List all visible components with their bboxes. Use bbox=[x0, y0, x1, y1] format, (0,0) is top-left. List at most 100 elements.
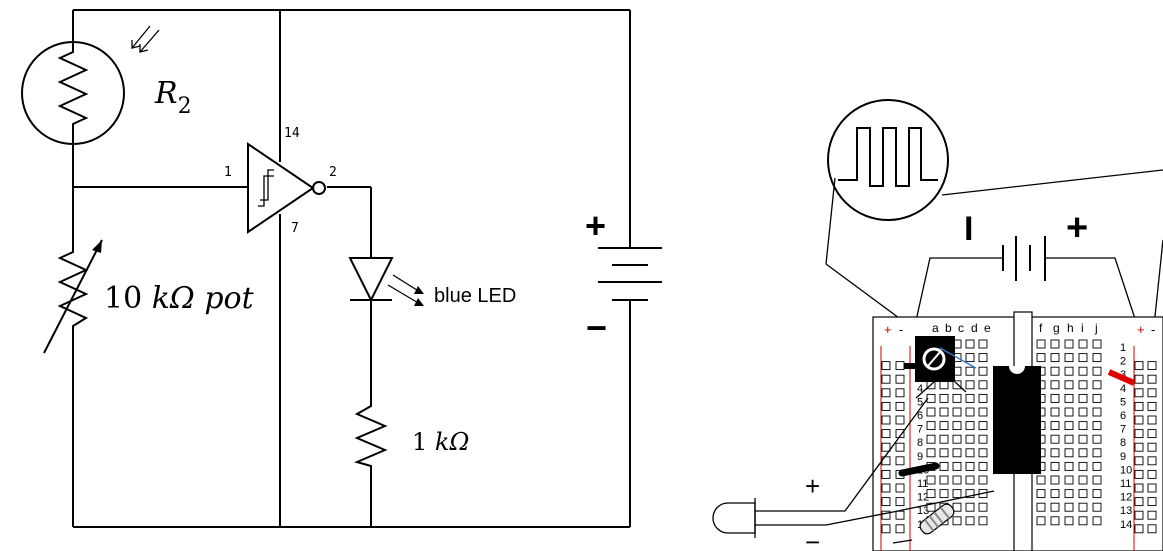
breadboard-hole[interactable] bbox=[926, 407, 936, 417]
breadboard-hole[interactable] bbox=[978, 393, 988, 403]
breadboard-hole[interactable] bbox=[1064, 475, 1074, 485]
rail-hole[interactable] bbox=[881, 497, 891, 507]
rail-hole[interactable] bbox=[881, 361, 891, 371]
breadboard-hole[interactable] bbox=[926, 434, 936, 444]
breadboard-hole[interactable] bbox=[1050, 461, 1060, 471]
breadboard-hole[interactable] bbox=[965, 434, 975, 444]
breadboard-hole[interactable] bbox=[965, 380, 975, 390]
rail-hole[interactable] bbox=[881, 442, 891, 452]
breadboard-hole[interactable] bbox=[1092, 380, 1102, 390]
breadboard-hole[interactable] bbox=[939, 475, 949, 485]
rail-hole[interactable] bbox=[1134, 429, 1144, 439]
breadboard-hole[interactable] bbox=[1078, 516, 1088, 526]
rail-hole[interactable] bbox=[1134, 524, 1144, 534]
breadboard-hole[interactable] bbox=[1064, 489, 1074, 499]
breadboard-hole[interactable] bbox=[952, 421, 962, 431]
breadboard-hole[interactable] bbox=[1092, 434, 1102, 444]
rail-hole[interactable] bbox=[1134, 469, 1144, 479]
rail-hole[interactable] bbox=[1134, 374, 1144, 384]
breadboard-hole[interactable] bbox=[1050, 489, 1060, 499]
rail-hole[interactable] bbox=[895, 483, 905, 493]
breadboard-hole[interactable] bbox=[939, 489, 949, 499]
breadboard-hole[interactable] bbox=[939, 421, 949, 431]
rail-hole[interactable] bbox=[1134, 401, 1144, 411]
rail-hole[interactable] bbox=[895, 524, 905, 534]
breadboard-hole[interactable] bbox=[939, 448, 949, 458]
breadboard-hole[interactable] bbox=[952, 434, 962, 444]
breadboard-hole[interactable] bbox=[952, 502, 962, 512]
breadboard-hole[interactable] bbox=[965, 421, 975, 431]
breadboard-hole[interactable] bbox=[965, 502, 975, 512]
breadboard-hole[interactable] bbox=[965, 393, 975, 403]
rail-hole[interactable] bbox=[1134, 361, 1144, 371]
breadboard-hole[interactable] bbox=[965, 407, 975, 417]
rail-hole[interactable] bbox=[895, 456, 905, 466]
rail-hole[interactable] bbox=[895, 374, 905, 384]
breadboard-hole[interactable] bbox=[965, 353, 975, 363]
breadboard-hole[interactable] bbox=[1050, 380, 1060, 390]
breadboard-hole[interactable] bbox=[952, 489, 962, 499]
rail-hole[interactable] bbox=[895, 361, 905, 371]
rail-hole[interactable] bbox=[881, 469, 891, 479]
rail-hole[interactable] bbox=[1147, 429, 1157, 439]
breadboard-hole[interactable] bbox=[939, 461, 949, 471]
breadboard-hole[interactable] bbox=[939, 393, 949, 403]
breadboard-hole[interactable] bbox=[952, 475, 962, 485]
breadboard-hole[interactable] bbox=[1036, 489, 1046, 499]
breadboard-hole[interactable] bbox=[1050, 353, 1060, 363]
rail-hole[interactable] bbox=[895, 510, 905, 520]
rail-hole[interactable] bbox=[881, 510, 891, 520]
breadboard-hole[interactable] bbox=[1078, 407, 1088, 417]
breadboard-hole[interactable] bbox=[1036, 339, 1046, 349]
breadboard-hole[interactable] bbox=[965, 366, 975, 376]
breadboard-hole[interactable] bbox=[1078, 353, 1088, 363]
breadboard-hole[interactable] bbox=[1064, 461, 1074, 471]
rail-hole[interactable] bbox=[895, 388, 905, 398]
breadboard-hole[interactable] bbox=[965, 516, 975, 526]
rail-hole[interactable] bbox=[1134, 483, 1144, 493]
breadboard-hole[interactable] bbox=[1092, 393, 1102, 403]
breadboard-hole[interactable] bbox=[978, 421, 988, 431]
breadboard-hole[interactable] bbox=[978, 502, 988, 512]
breadboard-hole[interactable] bbox=[1078, 366, 1088, 376]
breadboard-hole[interactable] bbox=[1050, 475, 1060, 485]
breadboard-hole[interactable] bbox=[926, 421, 936, 431]
rail-hole[interactable] bbox=[1147, 374, 1157, 384]
breadboard-hole[interactable] bbox=[1092, 461, 1102, 471]
rail-hole[interactable] bbox=[895, 401, 905, 411]
rail-hole[interactable] bbox=[1147, 456, 1157, 466]
breadboard-hole[interactable] bbox=[1050, 502, 1060, 512]
rail-hole[interactable] bbox=[881, 415, 891, 425]
rail-hole[interactable] bbox=[1134, 510, 1144, 520]
rail-hole[interactable] bbox=[881, 483, 891, 493]
breadboard-hole[interactable] bbox=[1078, 475, 1088, 485]
rail-hole[interactable] bbox=[1147, 388, 1157, 398]
breadboard-hole[interactable] bbox=[952, 461, 962, 471]
breadboard-hole[interactable] bbox=[939, 407, 949, 417]
breadboard-hole[interactable] bbox=[978, 366, 988, 376]
breadboard-hole[interactable] bbox=[965, 461, 975, 471]
breadboard-hole[interactable] bbox=[939, 434, 949, 444]
breadboard-hole[interactable] bbox=[1078, 380, 1088, 390]
breadboard-hole[interactable] bbox=[1064, 516, 1074, 526]
breadboard-hole[interactable] bbox=[1050, 339, 1060, 349]
breadboard-hole[interactable] bbox=[926, 489, 936, 499]
breadboard-hole[interactable] bbox=[1078, 393, 1088, 403]
breadboard-hole[interactable] bbox=[1078, 502, 1088, 512]
rail-hole[interactable] bbox=[1134, 388, 1144, 398]
rail-hole[interactable] bbox=[1134, 442, 1144, 452]
breadboard-hole[interactable] bbox=[1092, 366, 1102, 376]
breadboard-hole[interactable] bbox=[952, 516, 962, 526]
breadboard-hole[interactable] bbox=[952, 407, 962, 417]
breadboard-hole[interactable] bbox=[926, 502, 936, 512]
breadboard-hole[interactable] bbox=[1050, 448, 1060, 458]
rail-hole[interactable] bbox=[895, 415, 905, 425]
breadboard-hole[interactable] bbox=[1092, 339, 1102, 349]
breadboard-hole[interactable] bbox=[952, 380, 962, 390]
breadboard-hole[interactable] bbox=[1050, 421, 1060, 431]
breadboard-hole[interactable] bbox=[965, 448, 975, 458]
rail-hole[interactable] bbox=[1147, 524, 1157, 534]
breadboard-hole[interactable] bbox=[1050, 434, 1060, 444]
breadboard-hole[interactable] bbox=[1078, 434, 1088, 444]
breadboard-hole[interactable] bbox=[1064, 421, 1074, 431]
